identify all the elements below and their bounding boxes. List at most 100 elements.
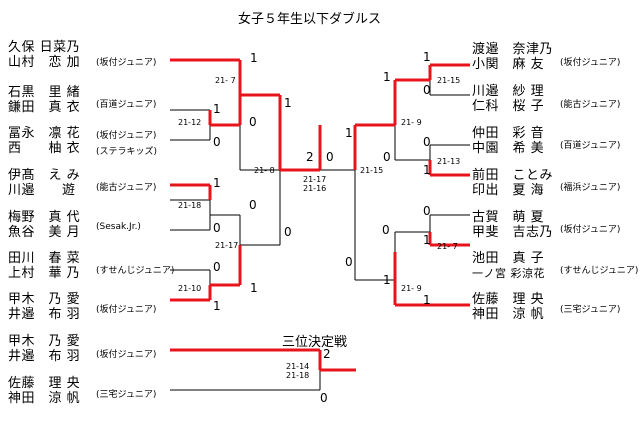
third-pair-1: 甲木 乃 愛 井邉 布 羽	[8, 334, 80, 364]
player-name: 仁科 桜 子	[472, 99, 545, 114]
result-mark: 1	[250, 51, 258, 65]
club-name: (坂付ジュニア)	[560, 225, 621, 235]
club-name: (百道ジュニア)	[560, 141, 621, 151]
player-name: 井邉 布 羽	[8, 349, 81, 364]
result-mark: 0	[284, 225, 292, 239]
player-name: 小関 麻 友	[472, 57, 545, 72]
player-name: 古賀 萌 夏	[472, 210, 545, 225]
player-name: 渡邉 奈津乃	[472, 42, 554, 57]
player-name: 伊髙 え み	[8, 168, 81, 183]
result-mark: 1	[284, 96, 292, 110]
player-name: 魚谷 美 月	[8, 225, 81, 240]
page-title: 女子５年生以下ダブルス	[238, 12, 382, 27]
club-name: (坂付ジュニア)	[96, 131, 157, 141]
club-name: (三宅ジュニア)	[560, 305, 621, 315]
player-name: 冨永 凛 花	[8, 126, 81, 141]
club-name: (すせんじジュニア)	[96, 266, 175, 276]
player-name: 甲木 乃 愛	[8, 334, 81, 349]
result-mark: 0	[213, 260, 221, 274]
right-pair-3: 仲田 彩 音 中園 希 美	[472, 126, 544, 156]
match-score: 21-14	[286, 362, 310, 371]
player-name: 印出 夏 海	[472, 183, 545, 198]
left-pair-6: 田川 春 菜 上村 華 乃	[8, 251, 80, 281]
result-mark: 1	[423, 163, 431, 177]
result-mark: 1	[213, 299, 221, 313]
result-mark: 1	[213, 102, 221, 116]
bracket-winner-lines	[170, 58, 470, 372]
player-name: 川邉 遊	[8, 183, 76, 198]
right-pair-7: 佐藤 理 央 神田 涼 帆	[472, 292, 544, 322]
left-pair-2: 石黒 里 緒 鎌田 真 衣	[8, 85, 80, 115]
result-mark: 1	[383, 273, 391, 287]
player-name: 川邉 紗 理	[472, 84, 545, 99]
club-name: (Sesak.Jr.)	[96, 222, 141, 232]
result-mark: 0	[383, 150, 391, 164]
club-name: (坂付ジュニア)	[96, 350, 157, 360]
result-mark: 0	[423, 204, 431, 218]
result-mark: 0	[326, 150, 334, 164]
third-place-title: 三位決定戦	[282, 335, 348, 350]
club-name: (福浜ジュニア)	[560, 183, 621, 193]
club-name: (三宅ジュニア)	[96, 390, 157, 400]
match-score: 21-18	[286, 371, 310, 380]
final-score: 21-17 21-16	[303, 175, 326, 193]
left-pair-3: 冨永 凛 花 西 柚 衣	[8, 126, 80, 156]
result-mark: 0	[382, 223, 390, 237]
player-name: 久保 日菜乃	[8, 40, 81, 55]
match-score: 21-18	[178, 201, 202, 210]
player-name: 鎌田 真 衣	[8, 100, 81, 115]
match-score: 21- 8	[254, 166, 275, 175]
player-name: 中園 希 美	[472, 141, 545, 156]
result-mark: 1	[383, 70, 391, 84]
club-name: (能古ジュニア)	[560, 100, 621, 110]
club-name: (ステラキッズ)	[96, 147, 158, 157]
player-name: 佐藤 理 央	[8, 376, 81, 391]
match-score: 21-10	[178, 284, 202, 293]
player-name: 仲田 彩 音	[472, 126, 545, 141]
player-name: 田川 春 菜	[8, 251, 81, 266]
player-name: 井邉 布 羽	[8, 307, 81, 322]
result-mark: 0	[423, 83, 431, 97]
left-pair-1: 久保 日菜乃 山村 恋 加	[8, 40, 80, 70]
player-name: 神田 涼 帆	[472, 307, 545, 322]
match-score: 21-13	[437, 157, 461, 166]
player-name: 神田 涼 帆	[8, 391, 81, 406]
right-pair-6: 池田 真 子 一ノ宮 彩涼花	[472, 251, 545, 281]
left-pair-7: 甲木 乃 愛 井邉 布 羽	[8, 292, 80, 322]
match-score: 21-15	[360, 166, 384, 175]
match-score: 21- 9	[401, 118, 422, 127]
match-score: 21-12	[178, 118, 202, 127]
right-pair-5: 古賀 萌 夏 甲斐 吉志乃	[472, 210, 553, 240]
player-name: 佐藤 理 央	[472, 292, 545, 307]
third-score: 21-14 21-18	[286, 362, 309, 380]
player-name: 上村 華 乃	[8, 266, 81, 281]
player-name: 一ノ宮 彩涼花	[472, 267, 545, 280]
result-mark: 1	[423, 293, 431, 307]
result-mark: 0	[213, 221, 221, 235]
club-name: (百道ジュニア)	[96, 100, 157, 110]
club-name: (坂付ジュニア)	[96, 305, 157, 315]
result-mark: 1	[423, 233, 431, 247]
result-mark: 0	[249, 115, 257, 129]
match-score: 21- 9	[401, 284, 422, 293]
result-mark: 0	[213, 135, 221, 149]
player-name: 池田 真 子	[472, 251, 545, 266]
match-score: 21-16	[303, 184, 327, 193]
result-mark: 0	[345, 255, 353, 269]
match-score: 21-17	[303, 175, 327, 184]
left-pair-4: 伊髙 え み 川邉 遊	[8, 168, 80, 198]
result-mark: 2	[306, 150, 314, 164]
third-pair-2: 佐藤 理 央 神田 涼 帆	[8, 376, 80, 406]
player-name: 西 柚 衣	[8, 141, 81, 156]
club-name: (能古ジュニア)	[96, 183, 157, 193]
result-mark: 2	[323, 347, 331, 361]
club-name: (すせんじジュニア)	[560, 266, 639, 276]
result-mark: 0	[249, 198, 257, 212]
result-mark: 1	[250, 281, 258, 295]
match-score: 21-15	[437, 76, 461, 85]
right-pair-4: 前田 ことみ 印出 夏 海	[472, 168, 553, 198]
player-name: 甲木 乃 愛	[8, 292, 81, 307]
result-mark: 1	[423, 50, 431, 64]
match-score: 21- 7	[437, 242, 458, 251]
